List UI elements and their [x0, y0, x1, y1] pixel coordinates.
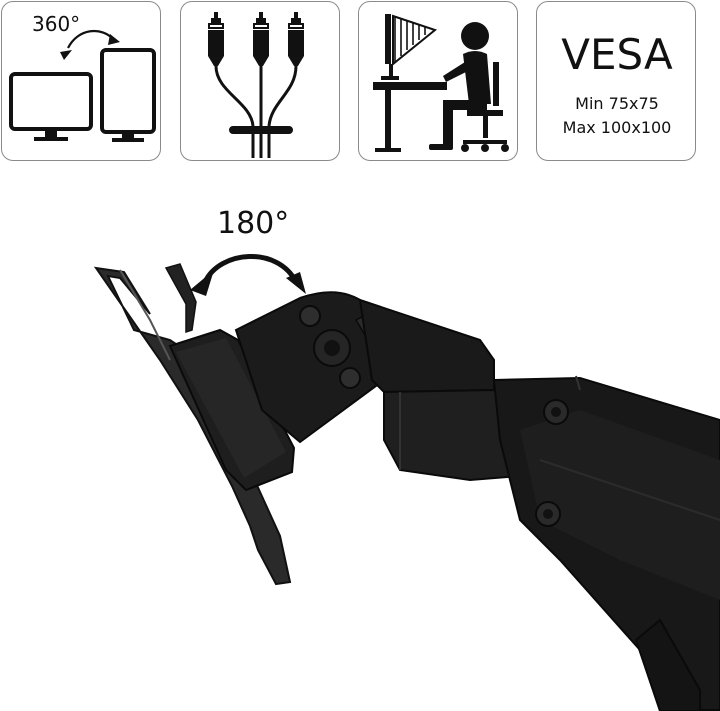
tilt-arrow-icon — [202, 254, 299, 284]
feature-card-rotation: 360° — [1, 1, 161, 161]
monitor-arm-icon — [93, 254, 720, 711]
vesa-max: Max 100x100 — [562, 118, 672, 137]
ergonomic-workstation-icon — [373, 14, 509, 152]
plug-middle-icon — [253, 12, 269, 66]
vesa-min: Min 75x75 — [575, 94, 659, 113]
feature-card-ergonomics — [358, 1, 518, 161]
vesa-title: VESA — [561, 30, 673, 79]
tilt-label: 180° — [217, 206, 290, 241]
feature-card-vesa: VESA Min 75x75 Max 100x100 — [536, 1, 696, 161]
feature-card-cables — [180, 1, 340, 161]
plug-right-icon — [288, 12, 304, 66]
vesa-plate — [93, 266, 292, 586]
plug-left-icon — [208, 12, 224, 66]
cable-management-icon — [208, 12, 304, 158]
rotation-monitors-icon — [9, 29, 156, 142]
rotation-label: 360° — [32, 12, 81, 36]
